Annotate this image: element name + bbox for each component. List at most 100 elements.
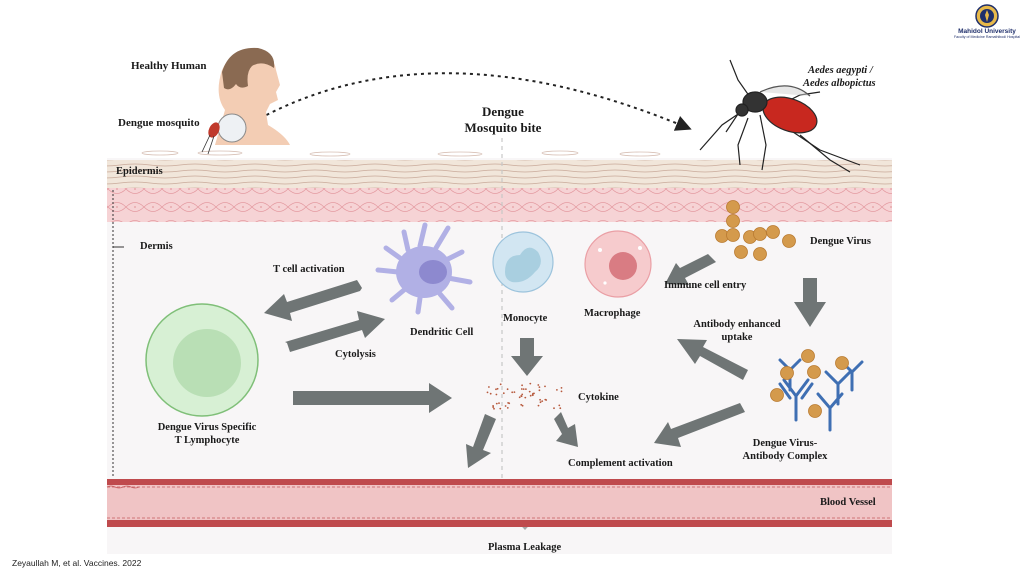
cytokine-dot xyxy=(529,382,532,385)
cytokine-dot xyxy=(539,401,542,404)
label-complex-2: Antibody Complex xyxy=(742,451,828,462)
cytokine-dot xyxy=(524,396,527,399)
arrow-ade-to-macrophage xyxy=(677,339,748,380)
cytokine-dot xyxy=(528,390,531,393)
label-t-lymphocyte-1: Dengue Virus Specific xyxy=(157,422,257,433)
cytokine-dot xyxy=(489,392,492,395)
label-macrophage: Macrophage xyxy=(584,308,641,319)
university-logo: Mahidol University Faculty of Medicine R… xyxy=(952,4,1022,39)
cytokine-dot xyxy=(558,404,561,407)
cytokine-dot xyxy=(499,407,502,410)
arrow-cytokine-to-complement xyxy=(554,412,578,447)
skin-flakes xyxy=(141,150,661,157)
cytokine-dot xyxy=(560,390,563,393)
blood-vessel xyxy=(106,479,892,527)
cytokine-dot xyxy=(521,393,524,396)
title-mosquito-bite: Mosquito bite xyxy=(464,120,542,135)
cytokine-dot xyxy=(495,388,497,391)
label-t-lymphocyte-2: T Lymphocyte xyxy=(174,435,240,446)
cytokine-dot xyxy=(506,388,509,391)
faculty-name: Faculty of Medicine Ramathibodi Hospital xyxy=(953,35,1021,39)
cytokine-dot xyxy=(537,404,540,407)
cytokine-dot xyxy=(522,388,525,390)
citation: Zeyaullah M, et al. Vaccines. 2022 xyxy=(12,558,142,568)
university-seal-icon xyxy=(975,4,999,28)
label-monocyte: Monocyte xyxy=(503,313,548,324)
cytokine-dot xyxy=(537,384,540,386)
label-epidermis: Epidermis xyxy=(116,166,163,177)
monocyte-cell xyxy=(492,231,554,293)
arrow-cytolysis xyxy=(285,311,385,352)
label-cytokine: Cytokine xyxy=(578,392,619,403)
cytokine-dot xyxy=(502,392,505,395)
cytokine-dot xyxy=(511,391,514,394)
label-ade-line-2: uptake xyxy=(721,332,753,343)
cytokine-dot xyxy=(525,388,527,390)
cytokine-dot xyxy=(492,406,495,408)
label-healthy-human: Healthy Human xyxy=(131,60,207,72)
label-cytolysis: Cytolysis xyxy=(335,349,376,360)
cytokine-dot xyxy=(513,391,516,393)
arrow-cytokine-down-left xyxy=(466,414,496,468)
label-t-cell-activation: T cell activation xyxy=(273,264,345,275)
cytokine-dot xyxy=(521,404,524,407)
cytokine-dot xyxy=(544,398,547,401)
dermis-cell-layer xyxy=(107,188,892,222)
cytokine-dot xyxy=(488,386,490,388)
cytokine-dot xyxy=(539,398,541,401)
cytokine-dot xyxy=(560,387,563,389)
cytokine-dot xyxy=(518,396,521,399)
process-arrows xyxy=(264,254,826,530)
label-complex-1: Dengue Virus- xyxy=(752,438,818,449)
transmission-arc xyxy=(247,72,692,131)
cytokine-dot xyxy=(529,394,532,397)
cytokine-dot xyxy=(553,407,555,410)
cytokine-dot xyxy=(544,385,546,388)
label-ade-line-1: Antibody enhanced xyxy=(693,319,781,330)
t-lymphocyte-cell xyxy=(145,303,259,417)
label-species-1: Aedes aegypti / xyxy=(808,65,873,76)
title-dengue: Dengue xyxy=(482,104,524,119)
label-dengue-virus: Dengue Virus xyxy=(810,236,871,247)
university-name: Mahidol University xyxy=(958,28,1016,35)
antibody-bound-viruses xyxy=(770,349,849,418)
arrow-monocyte-to-cytokine xyxy=(511,338,543,376)
macrophage-cell xyxy=(584,230,652,298)
epidermis-layer xyxy=(107,160,892,188)
cytokine-dot xyxy=(504,405,507,407)
cytokine-dot xyxy=(559,407,562,410)
cytokine-dot xyxy=(507,402,509,404)
label-dengue-mosquito: Dengue mosquito xyxy=(118,117,200,129)
dengue-virus-particles xyxy=(715,200,796,261)
cytokine-dot xyxy=(486,391,489,394)
cytokine-dot xyxy=(520,388,523,390)
cytokine-dot xyxy=(531,394,534,397)
arrow-virus-to-macrophage xyxy=(665,254,716,285)
cytokine-dot xyxy=(493,407,495,410)
label-complement-activation: Complement activation xyxy=(568,458,673,469)
cytokine-dot xyxy=(533,392,535,395)
cytokine-dot xyxy=(520,395,523,397)
cytokine-dot xyxy=(499,383,502,386)
cytokine-dot xyxy=(521,384,523,387)
arrow-complex-to-complement xyxy=(654,403,745,447)
arrow-tcell-to-cytokine xyxy=(293,383,452,413)
cytokine-dot xyxy=(538,386,541,388)
arrow-virus-down xyxy=(794,278,826,327)
cytokine-dot xyxy=(520,403,523,406)
label-dendritic-cell: Dendritic Cell xyxy=(410,327,474,338)
aedes-mosquito-illustration xyxy=(699,59,861,173)
cytokine-dot xyxy=(541,400,544,402)
cytokine-dot xyxy=(498,402,500,404)
cytokine-dot xyxy=(506,407,509,409)
label-plasma-leakage: Plasma Leakage xyxy=(488,542,562,553)
healthy-human-illustration xyxy=(201,47,290,155)
cytokine-dot xyxy=(495,402,498,405)
cytokine-dot xyxy=(495,393,498,396)
dendritic-cell xyxy=(375,222,473,315)
label-blood-vessel: Blood Vessel xyxy=(820,497,876,508)
label-dermis: Dermis xyxy=(140,241,173,252)
label-species-2: Aedes albopictus xyxy=(803,78,876,89)
label-immune-cell-entry: Immune cell entry xyxy=(664,280,747,291)
